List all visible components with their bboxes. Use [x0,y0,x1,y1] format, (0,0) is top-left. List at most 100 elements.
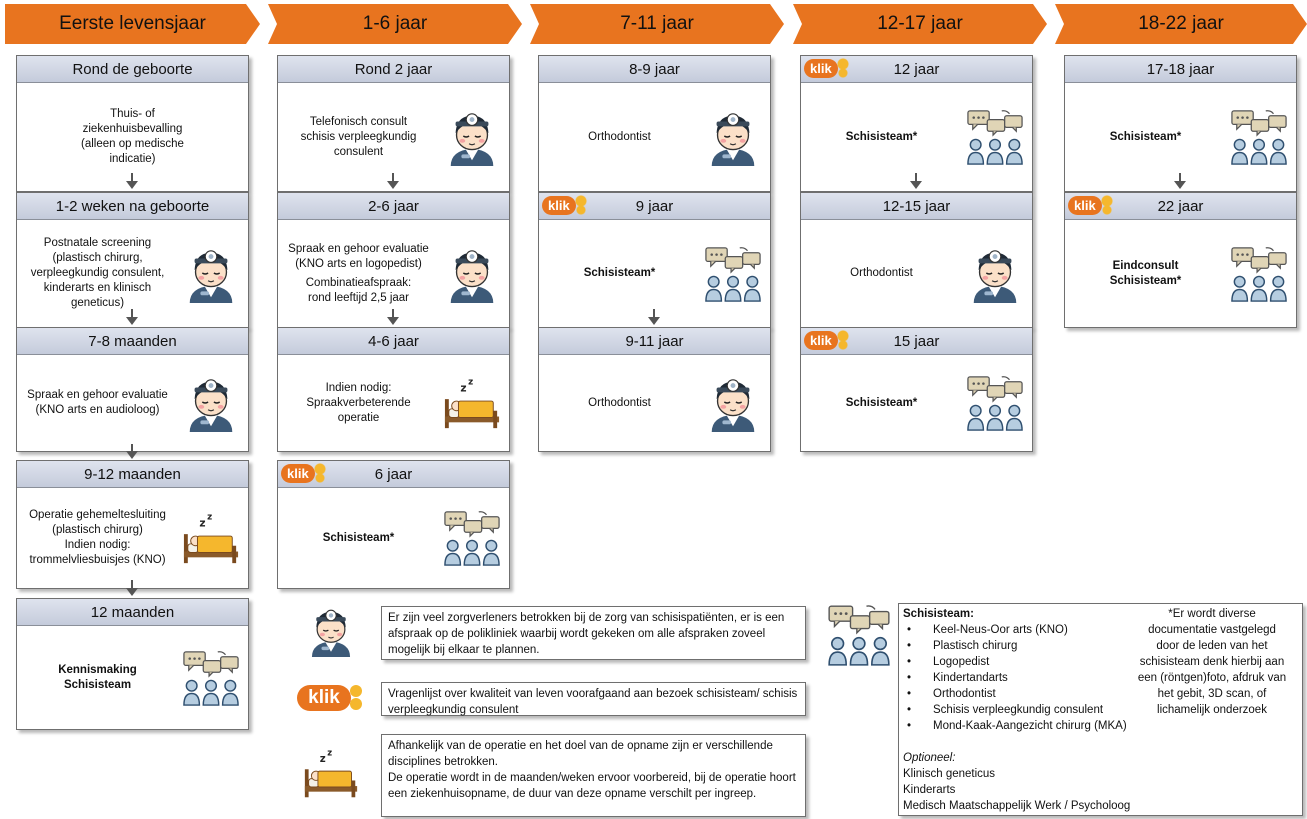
klik-badge: klik [542,195,588,215]
legend-bed-text: Afhankelijk van de operatie en het doel … [381,734,806,817]
card-6-jaar: klik 6 jaar Schisisteam* [277,460,510,589]
card-line: Spraak en gehoor evaluatie [27,389,168,401]
card-line: geneticus) [70,297,125,309]
team-member: Plastisch chirurg [907,638,1118,654]
card-line: Schisisteam* [1109,130,1182,143]
doctor-icon [704,374,762,432]
legend-text: De operatie wordt in de maanden/weken er… [388,772,796,800]
card-line: verpleegkundig consulent, [30,267,165,279]
card-line: operatie [337,411,380,424]
card-title-text: 6 jaar [374,465,413,483]
card-9-jaar: klik 9 jaar Schisisteam* [538,192,771,328]
card-title-text: 4-6 jaar [368,332,419,350]
card-17-18-jaar: 17-18 jaar Schisisteam* [1064,55,1297,192]
card-line: Schisisteam [63,678,132,691]
card-title-text: 9 jaar [635,197,674,215]
legend-team-box: Schisisteam: Keel-Neus-Oor arts (KNO) Pl… [898,603,1303,816]
card-line: Schisisteam* [583,267,656,279]
card-text: Orthodontist [539,355,700,451]
column-header-1: Eerste levensjaar [5,4,260,44]
card-line: Combinatieafspraak: [305,276,412,289]
card-line: Spraak en gehoor evaluatie [288,242,429,255]
card-line: Operatie gehemeltesluiting [29,509,166,521]
card-line: Postnatale screening [43,237,152,249]
card-title: klik 9 jaar [539,193,770,220]
card-text: Thuis- of ziekenhuisbevalling (alleen op… [17,83,248,191]
card-title-text: 2-6 jaar [368,197,419,215]
note-line: lichamelijk onderzoek [1157,704,1267,716]
card-line: indicatie) [109,153,156,165]
card-title-text: 12 maanden [90,603,175,621]
card-line: Schisisteam* [845,130,918,143]
card-line: Orthodontist [588,396,651,409]
doctor-icon [443,245,501,303]
card-title: klik 12 jaar [801,56,1032,83]
card-line: Schisisteam* [1109,274,1182,287]
card-title: 7-8 maanden [17,328,248,355]
card-text: Postnatale screening (plastisch chirurg,… [17,220,178,327]
card-line: Thuis- of [110,108,155,120]
optional-member: Medisch Maatschappelijk Werk / Psycholoo… [903,800,1131,812]
flow-arrow [387,173,399,189]
team-member: Keel-Neus-Oor arts (KNO) [907,622,1118,638]
card-22-jaar: klik 22 jaar Eindconsult Schisisteam* [1064,192,1297,328]
card-line: kinderarts en klinisch [43,282,152,294]
card-title-text: 9-12 maanden [84,465,181,483]
card-title: 1-2 weken na geboorte [17,193,248,220]
legend-text: Er zijn veel zorgverleners betrokken bij… [388,612,785,656]
team-member: Mond-Kaak-Aangezicht chirurg (MKA) [907,718,1127,734]
card-line: (KNO arts en audioloog) [35,404,160,416]
note-line: schisisteam denk hierbij aan [1139,656,1285,668]
klik-badge: klik [1068,195,1114,215]
flow-arrow [126,309,138,325]
card-title-text: 9-11 jaar [625,332,684,350]
team-member: Schisis verpleegkundig consulent [907,702,1118,718]
column-header-4: 12-17 jaar [793,4,1047,44]
card-title-text: Rond 2 jaar [354,60,433,78]
team-meeting-icon [966,374,1024,432]
card-text: Orthodontist [801,220,962,327]
note-line: een (röntgen)foto, afdruk van [1137,672,1287,684]
sleeping-bed-icon [443,374,501,432]
sleeping-bed-icon [182,509,240,567]
flow-arrow [387,309,399,325]
team-member: Orthodontist [907,686,1118,702]
klik-label: klik [308,687,340,708]
card-text: Schisisteam* [539,220,700,327]
card-title-text: 7-8 maanden [88,332,177,350]
card-title-text: Rond de geboorte [72,60,193,78]
card-line: (plastisch chirurg, [52,252,143,264]
card-line: Indien nodig: [325,381,392,394]
card-text: Spraak en gehoor evaluatie (KNO arts en … [17,355,178,451]
optional-title: Optioneel: [903,752,956,764]
card-line: Indien nodig: [64,539,131,551]
sparkle-icon [350,685,362,710]
team-meeting-icon [1230,108,1288,166]
legend-klik-text: Vragenlijst over kwaliteit van leven voo… [381,682,806,716]
card-9-12-maanden: 9-12 maanden Operatie gehemeltesluiting … [16,460,249,589]
card-line: (alleen op medische [81,138,184,150]
column-header-2: 1-6 jaar [268,4,522,44]
card-line: Schisisteam* [322,531,395,544]
card-line: ziekenhuisbevalling [82,123,183,135]
column-header-3: 7-11 jaar [530,4,784,44]
card-line: Schisisteam* [845,396,918,409]
card-title: 12-15 jaar [801,193,1032,220]
card-title: klik 15 jaar [801,328,1032,355]
card-title: 12 maanden [17,599,248,626]
card-2-6-jaar: 2-6 jaar Spraak en gehoor evaluatie (KNO… [277,192,510,328]
card-line: (plastisch chirurg) [52,524,143,536]
team-meeting-icon [182,649,240,707]
card-title: Rond 2 jaar [278,56,509,83]
card-8-9-jaar: 8-9 jaar Orthodontist [538,55,771,192]
card-text: Schisisteam* [801,83,962,191]
card-15-jaar: klik 15 jaar Schisisteam* [800,327,1033,452]
card-rond-2-jaar: Rond 2 jaar Telefonisch consult schisis … [277,55,510,192]
optional-member: Klinisch geneticus [903,768,996,780]
card-text: Indien nodig: Spraakverbeterende operati… [278,355,439,451]
doctor-icon [182,374,240,432]
legend-text: Afhankelijk van de operatie en het doel … [388,740,773,768]
legend-text: Vragenlijst over kwaliteit van leven voo… [388,688,798,716]
card-line: Kennismaking [58,663,137,676]
flow-arrow [648,309,660,325]
